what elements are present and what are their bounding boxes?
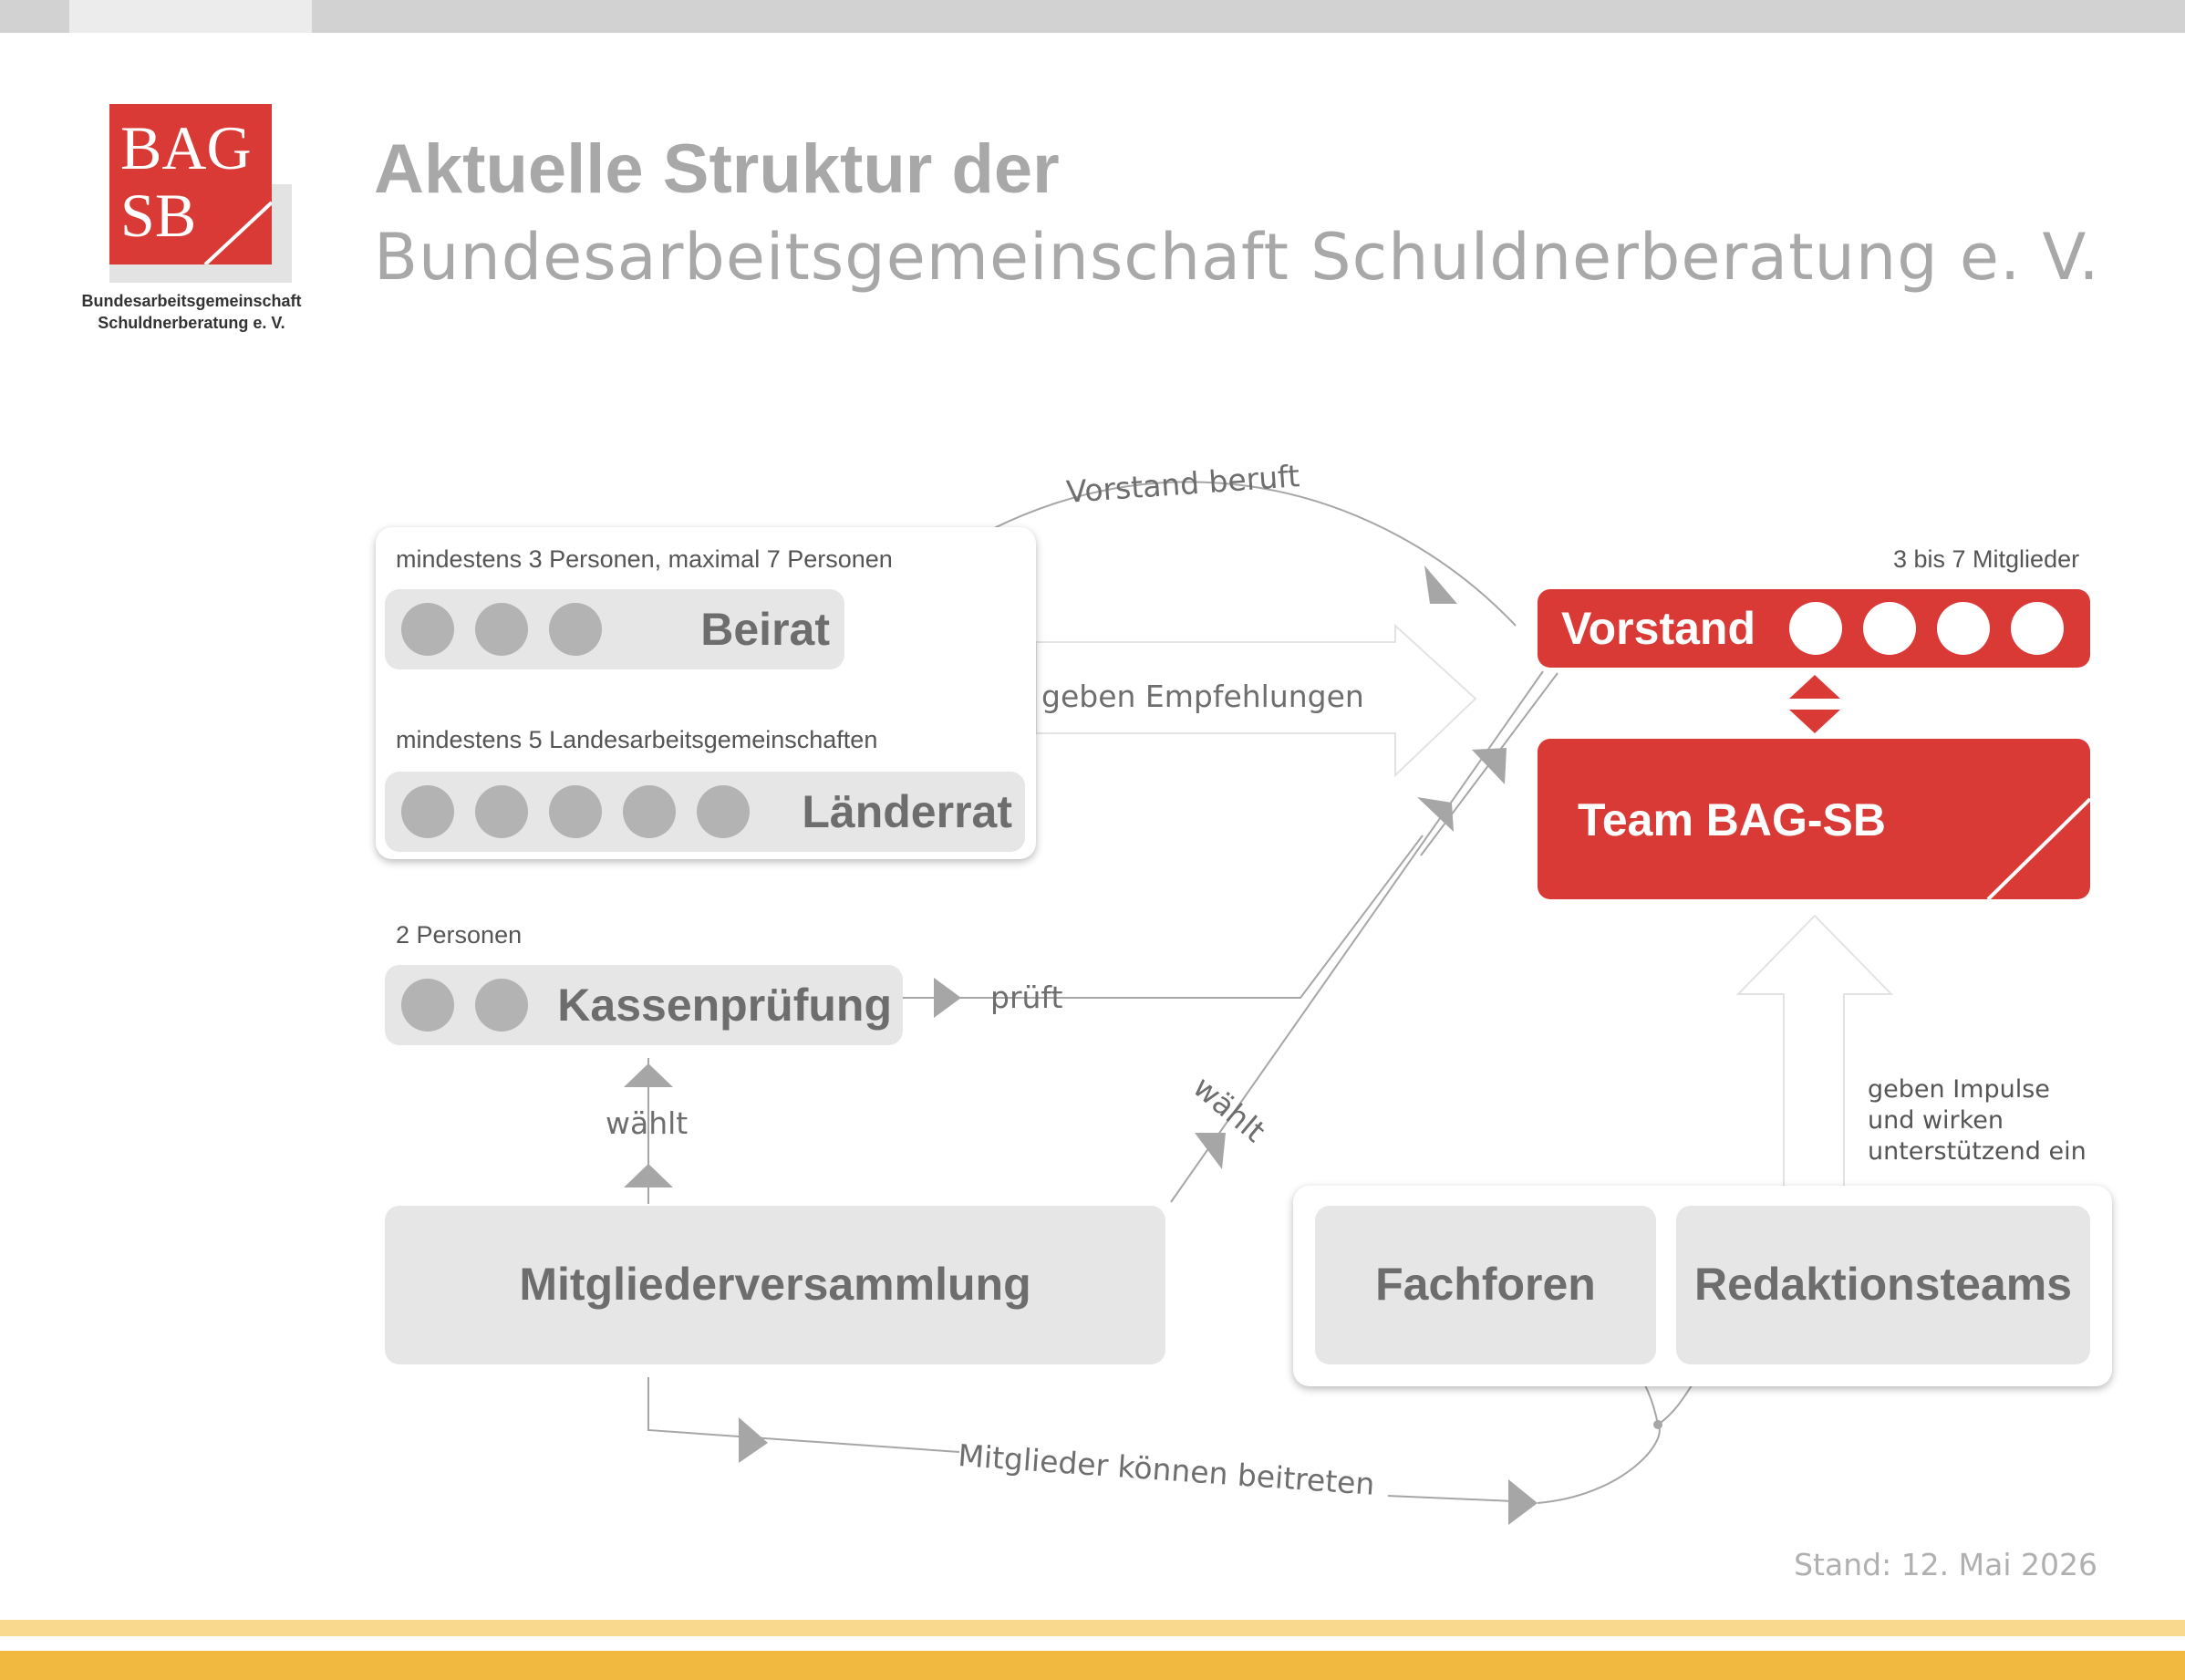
beirat-note: mindestens 3 Personen, maximal 7 Persone… (396, 545, 893, 573)
page-title-line2: Bundesarbeitsgemeinschaft Schuldnerberat… (374, 220, 2100, 295)
vorstand-team-arrow-up (1789, 675, 1840, 699)
kassenpruefung-note: 2 Personen (396, 921, 523, 949)
vorstand-label: Vorstand (1561, 603, 1755, 654)
vorstand-member-dot-3 (1937, 602, 1990, 655)
logo-slash (203, 201, 272, 264)
logo: BAG SB (91, 102, 328, 285)
prueft-label: prüft (990, 980, 1063, 1015)
mitgliederversammlung-label: Mitgliederversammlung (519, 1259, 1031, 1310)
prueft-arrowhead (934, 978, 961, 1018)
laenderrat-member-dot-5 (697, 785, 750, 838)
bottom-stripe-dark (0, 1651, 2185, 1680)
vorstand-box[interactable]: Vorstand (1538, 589, 2090, 668)
kassenpruefung-member-dot-1 (401, 979, 454, 1032)
beitreten-arrowhead-1 (739, 1417, 768, 1463)
beitreten-branch (1537, 1424, 1661, 1504)
beitreten-line (647, 1377, 960, 1453)
team-slash (1986, 797, 2090, 899)
laenderrat-member-dot-2 (475, 785, 528, 838)
team-label: Team BAG-SB (1578, 794, 1887, 845)
waehlt-arrowhead-mid1 (1417, 797, 1454, 832)
page-title: Aktuelle Struktur der Bundesarbeitsgemei… (374, 126, 2100, 301)
laenderrat-member-dot-1 (401, 785, 454, 838)
logo-caption: Bundesarbeitsgemeinschaft Schuldnerberat… (55, 290, 328, 334)
laenderrat-note: mindestens 5 Landesarbeitsgemeinschaften (396, 726, 878, 753)
bottom-stripe-light (0, 1620, 2185, 1636)
empfehlungen-arrow (1035, 623, 1477, 778)
waehlt-arrowhead-low (1195, 1133, 1226, 1169)
logo-text-bag: BAG (120, 113, 252, 182)
redaktionsteams-label: Redaktionsteams (1693, 1259, 2073, 1310)
waehlt-kasse-arrowhead-top (624, 1063, 673, 1087)
team-box[interactable]: Team BAG-SB (1538, 739, 2090, 899)
laenderrat-label: Länderrat (802, 786, 1012, 837)
fachforen-label: Fachforen (1375, 1259, 1596, 1310)
waehlt-vorstand-line-a (1170, 670, 1544, 1203)
beirat-box[interactable]: Beirat (385, 589, 844, 669)
logo-caption-line1: Bundesarbeitsgemeinschaft (81, 292, 302, 310)
mitgliederversammlung-box[interactable]: Mitgliederversammlung (385, 1206, 1165, 1364)
fachforen-box[interactable]: Fachforen (1315, 1206, 1656, 1364)
prueft-line (903, 835, 1424, 999)
laenderrat-member-dot-4 (623, 785, 676, 838)
impulse-label: geben Impulse und wirken unterstützend e… (1868, 1074, 2087, 1167)
beitreten-line-2 (1387, 1495, 1515, 1502)
redaktionsteams-box[interactable]: Redaktionsteams (1676, 1206, 2090, 1364)
kassenpruefung-member-dot-2 (475, 979, 528, 1032)
waehlt-kasse-arrowhead-bottom (624, 1164, 673, 1187)
logo-caption-line2: Schuldnerberatung e. V. (98, 314, 285, 332)
impulse-arrow (1735, 914, 1894, 1192)
beirat-member-dot-1 (401, 603, 454, 656)
impulse-label-line2: und wirken (1868, 1106, 2004, 1135)
vorstand-note: 3 bis 7 Mitglieder (1893, 545, 2080, 573)
waehlt-kasse-label: wählt (606, 1105, 689, 1141)
vorstand-beruft-arrowhead-mid (1424, 565, 1457, 604)
vorstand-team-arrow-down (1789, 710, 1840, 733)
waehlt-arrowhead-mid2 (1472, 748, 1507, 784)
laenderrat-member-dot-3 (549, 785, 602, 838)
beirat-label: Beirat (700, 604, 830, 655)
vorstand-member-dot-2 (1863, 602, 1916, 655)
kassenpruefung-label: Kassenprüfung (557, 980, 892, 1031)
top-bar-highlight (69, 0, 312, 33)
laenderrat-box[interactable]: Länderrat (385, 772, 1025, 852)
logo-text-sb: SB (120, 181, 197, 250)
beitreten-junction (1653, 1420, 1662, 1429)
geben-empfehlungen-label: geben Empfehlungen (1041, 679, 1364, 714)
stand-date: Stand: 12. Mai 2026 (1794, 1547, 2097, 1582)
impulse-label-line3: unterstützend ein (1868, 1137, 2087, 1166)
top-bar (0, 0, 2185, 33)
beitreten-arrowhead-2 (1508, 1479, 1538, 1525)
beirat-member-dot-2 (475, 603, 528, 656)
kassenpruefung-box[interactable]: Kassenprüfung (385, 965, 903, 1045)
vorstand-member-dot-4 (2011, 602, 2064, 655)
page-title-line1: Aktuelle Struktur der (374, 130, 1060, 208)
vorstand-member-dot-1 (1789, 602, 1842, 655)
impulse-label-line1: geben Impulse (1868, 1075, 2050, 1104)
logo-red-block: BAG SB (109, 104, 272, 264)
beirat-member-dot-3 (549, 603, 602, 656)
